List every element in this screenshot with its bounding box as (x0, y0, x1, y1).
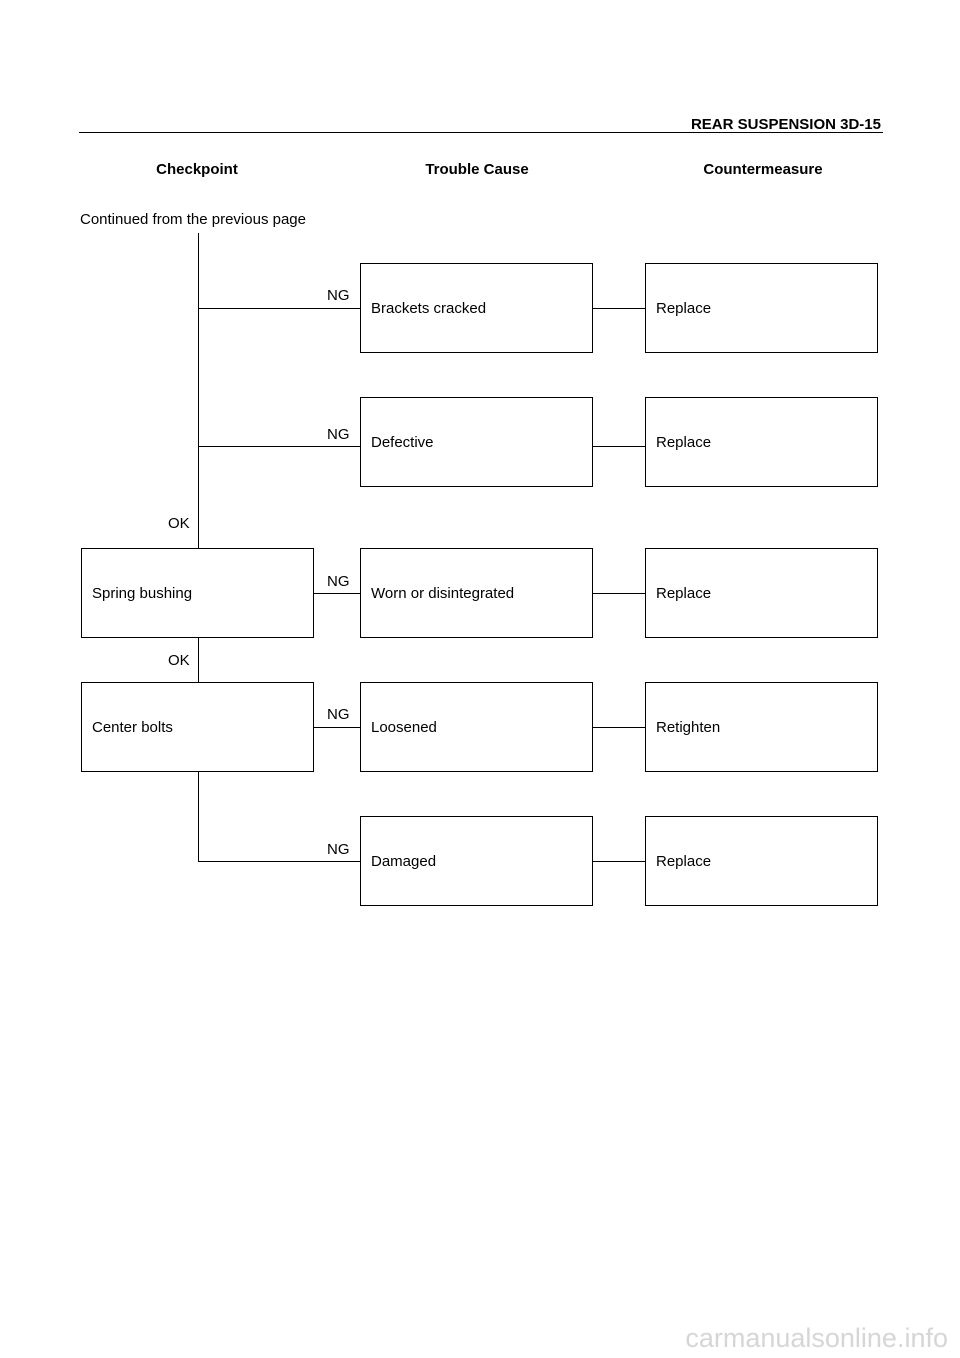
ng-connector (198, 861, 360, 862)
ng-label: NG (327, 573, 350, 590)
measure-box: Replace (645, 548, 878, 638)
measure-connector (592, 446, 646, 447)
checkpoint-label: Center bolts (92, 718, 173, 736)
trunk-line-upper (198, 233, 199, 548)
measure-label: Replace (656, 584, 712, 602)
checkpoint-label: Spring bushing (92, 584, 193, 602)
cause-label: Brackets cracked (371, 299, 487, 317)
cause-label: Worn or disintegrated (371, 584, 515, 602)
measure-label: Replace (656, 852, 712, 870)
checkpoint-box-spring-bushing: Spring bushing (81, 548, 314, 638)
page-header: REAR SUSPENSION 3D-15 (690, 116, 881, 133)
measure-connector (592, 727, 646, 728)
measure-label: Replace (656, 299, 712, 317)
measure-box: Replace (645, 263, 878, 353)
ng-label: NG (327, 426, 350, 443)
column-header-trouble-cause: Trouble Cause (425, 161, 529, 178)
cause-box: Damaged (360, 816, 593, 906)
ng-connector (198, 446, 360, 447)
ng-label: NG (327, 841, 350, 858)
measure-box: Replace (645, 816, 878, 906)
header-rule (79, 132, 883, 133)
cause-label: Defective (371, 433, 434, 451)
checkpoint-box-center-bolts: Center bolts (81, 682, 314, 772)
ng-connector (313, 593, 360, 594)
measure-connector (592, 308, 646, 309)
column-header-checkpoint: Checkpoint (156, 161, 238, 178)
cause-box: Defective (360, 397, 593, 487)
cause-box: Loosened (360, 682, 593, 772)
column-header-countermeasure: Countermeasure (703, 161, 823, 178)
measure-label: Replace (656, 433, 712, 451)
ng-label: NG (327, 706, 350, 723)
cause-box: Worn or disintegrated (360, 548, 593, 638)
trunk-line-middle (198, 637, 199, 682)
cause-box: Brackets cracked (360, 263, 593, 353)
measure-label: Retighten (656, 718, 721, 736)
ng-connector (313, 727, 360, 728)
measure-connector (592, 593, 646, 594)
ng-label: NG (327, 287, 350, 304)
cause-label: Loosened (371, 718, 437, 736)
ng-connector (198, 308, 360, 309)
trunk-line-lower (198, 771, 199, 862)
continued-note: Continued from the previous page (80, 211, 306, 228)
measure-box: Retighten (645, 682, 878, 772)
measure-connector (592, 861, 646, 862)
ok-label: OK (168, 652, 190, 669)
cause-label: Damaged (371, 852, 437, 870)
ok-label: OK (168, 515, 190, 532)
watermark: carmanualsonline.info (685, 1323, 948, 1353)
measure-box: Replace (645, 397, 878, 487)
